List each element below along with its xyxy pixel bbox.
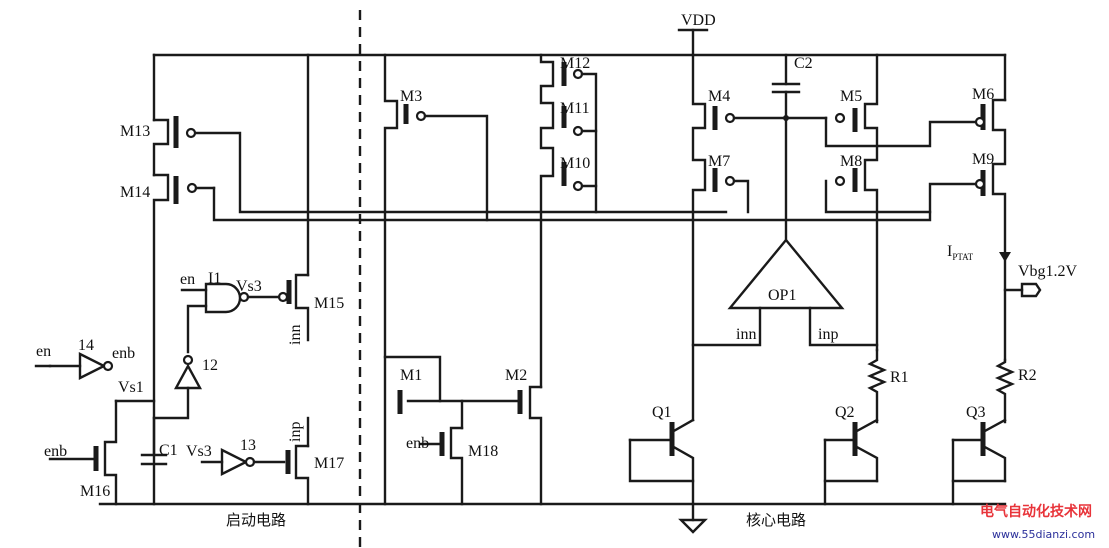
m2-transistor — [460, 385, 543, 506]
inverter-13-label: 13 — [240, 437, 256, 454]
c2-label: C2 — [794, 55, 813, 72]
m8-label: M8 — [840, 153, 862, 170]
q2-label: Q2 — [835, 404, 855, 421]
m7-label: M7 — [708, 153, 730, 170]
bias-buses — [194, 131, 978, 222]
q2-bjt — [823, 418, 879, 506]
m15-transistor — [277, 53, 310, 342]
q3-bjt — [951, 418, 1007, 506]
op1-amplifier — [691, 238, 879, 347]
vs1-label: Vs1 — [118, 379, 144, 396]
m14-label: M14 — [120, 184, 150, 201]
startup-section-label: 启动电路 — [226, 511, 286, 529]
r2-resistor — [994, 358, 1016, 424]
m11-label: M11 — [560, 100, 590, 117]
m2-label: M2 — [505, 367, 527, 384]
watermark-url: www.55dianzi.com — [992, 528, 1095, 541]
op1-inp-label: inp — [818, 326, 838, 343]
inverter-12 — [152, 354, 203, 420]
q3-label: Q3 — [966, 404, 986, 421]
r1-resistor — [866, 348, 888, 424]
m13-transistor — [152, 116, 197, 177]
r1-label: R1 — [890, 369, 909, 386]
current-arrow-icon — [999, 252, 1011, 262]
m18-label: M18 — [468, 443, 498, 460]
vs3-top-label: Vs3 — [236, 278, 262, 295]
m18-transistor — [418, 426, 464, 506]
r2-label: R2 — [1018, 367, 1037, 384]
m15-label: M15 — [314, 295, 344, 312]
vdd-label: VDD — [681, 12, 716, 29]
m12-label: M12 — [560, 55, 590, 72]
m18-enb-label: enb — [406, 435, 429, 452]
m16-label: M16 — [80, 483, 110, 500]
m9-label: M9 — [972, 151, 994, 168]
m14-transistor — [152, 173, 216, 506]
m4-label: M4 — [708, 88, 730, 105]
en-input-label: en — [36, 343, 51, 360]
c1-label: C1 — [159, 442, 178, 459]
op1-inn-label: inn — [736, 326, 756, 343]
core-section-label: 核心电路 — [746, 511, 806, 529]
c2-capacitor — [771, 53, 801, 242]
m4-m7-stack — [691, 53, 828, 422]
m17-label: M17 — [314, 455, 344, 472]
m10-label: M10 — [560, 155, 590, 172]
m17-transistor — [285, 416, 310, 506]
m16-enb-label: enb — [44, 443, 67, 460]
inverter-14-label: 14 — [78, 337, 94, 354]
iptat-label: IPTAT — [947, 243, 974, 262]
inverter-12-label: 12 — [202, 357, 218, 374]
vbg-label: Vbg1.2V — [1018, 263, 1078, 280]
m13-label: M13 — [120, 123, 150, 140]
watermark-title: 电气自动化技术网 — [980, 503, 1092, 520]
m6-m9-stack — [974, 98, 1042, 362]
inverter-14 — [34, 352, 114, 380]
nand-en-label: en — [180, 271, 195, 288]
enb-output-label: enb — [112, 345, 135, 362]
m17-gate-label: inp — [287, 422, 304, 442]
m5-m8-stack — [824, 53, 978, 352]
m12-m11-m10-stack — [539, 53, 598, 389]
m3-transistor — [383, 53, 489, 506]
ground-rail — [98, 502, 1007, 534]
op1-label: OP1 — [768, 287, 796, 304]
c1-capacitor — [140, 416, 168, 466]
m1-transistor — [383, 355, 464, 430]
q1-bjt — [628, 418, 695, 506]
m5-label: M5 — [840, 88, 862, 105]
m16-transistor — [48, 399, 156, 506]
m1-label: M1 — [400, 367, 422, 384]
i1-label: I1 — [208, 270, 221, 287]
m15-gate-label: inn — [287, 325, 304, 345]
m6-label: M6 — [972, 86, 994, 103]
vdd-rail — [152, 28, 1007, 122]
m3-label: M3 — [400, 88, 422, 105]
q1-label: Q1 — [652, 404, 672, 421]
vs3-bottom-label: Vs3 — [186, 443, 212, 460]
nand-i1 — [180, 282, 281, 354]
inverter-13 — [200, 448, 286, 476]
